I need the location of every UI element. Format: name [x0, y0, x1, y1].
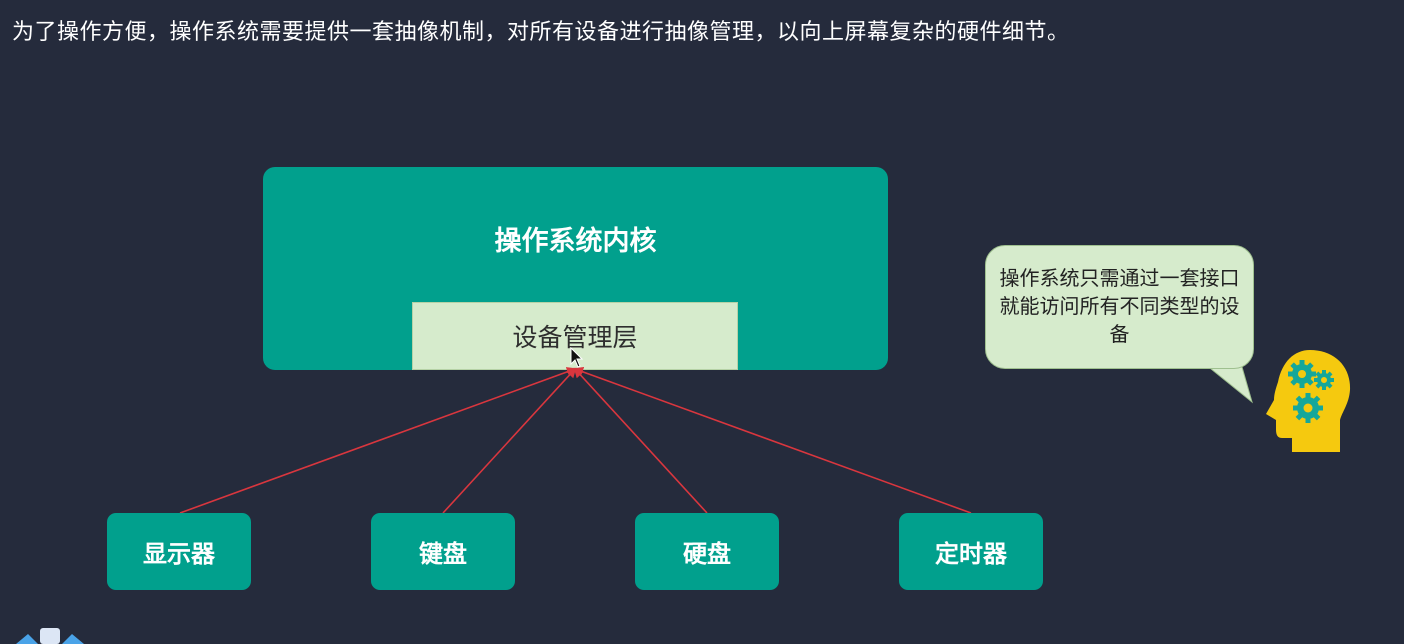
arrow-keyboard	[442, 367, 577, 514]
device-label-disk: 硬盘	[683, 540, 731, 568]
head-with-gears-icon	[1266, 350, 1351, 452]
callout-text: 操作系统只需通过一套接口就能访问所有不同类型的设备	[999, 266, 1240, 346]
speech-bubble: 操作系统只需通过一套接口就能访问所有不同类型的设备	[985, 245, 1254, 369]
device-label-keyboard: 键盘	[419, 540, 467, 568]
arrow-timer	[573, 367, 972, 514]
corner-logo-icon	[16, 628, 84, 644]
speech-bubble-tail	[1199, 360, 1253, 404]
device-label-display: 显示器	[143, 540, 215, 568]
header-text: 为了操作方便，操作系统需要提供一套抽像机制，对所有设备进行抽像管理，以向上屏幕复…	[12, 20, 1070, 45]
arrow-display	[179, 367, 577, 514]
device-box-keyboard: 键盘	[371, 513, 515, 590]
device-box-timer: 定时器	[899, 513, 1043, 590]
device-label-timer: 定时器	[935, 540, 1007, 568]
kernel-label: 操作系统内核	[494, 226, 657, 257]
device-box-display: 显示器	[107, 513, 251, 590]
mouse-cursor-icon	[570, 347, 584, 368]
device-box-disk: 硬盘	[635, 513, 779, 590]
device-manager-label: 设备管理层	[512, 323, 638, 352]
arrow-disk	[573, 367, 708, 514]
